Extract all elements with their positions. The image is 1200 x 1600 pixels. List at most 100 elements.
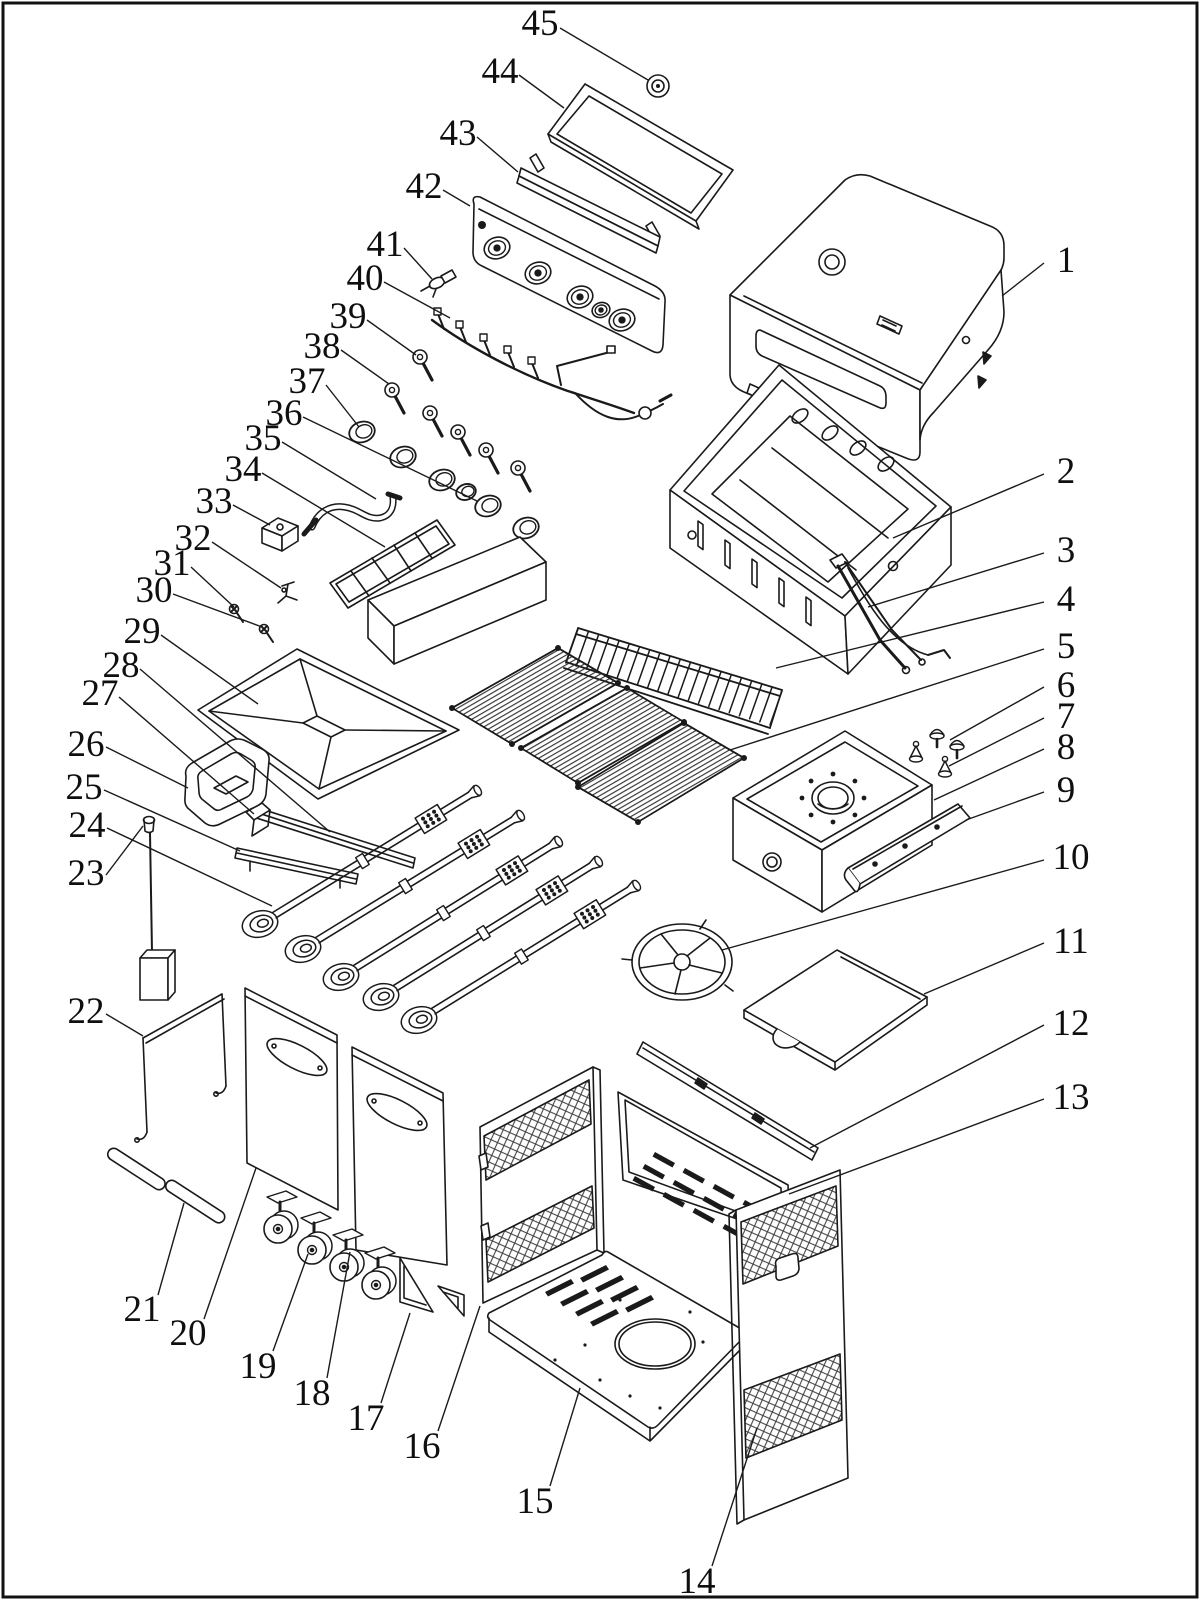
part-number-12: 12: [1053, 1003, 1090, 1044]
callout-31: 31: [154, 543, 235, 608]
corner-brackets: [399, 1257, 465, 1317]
callout-23: 23: [68, 825, 144, 894]
part-number-45: 45: [522, 3, 559, 44]
part-number-39: 39: [330, 296, 367, 337]
leader-line-22: [105, 1013, 144, 1037]
leader-line-11: [923, 942, 1045, 995]
burner-tube: [362, 855, 604, 1012]
drip-pan: [197, 648, 460, 800]
part-number-36: 36: [266, 393, 303, 434]
lid-cap: [646, 74, 670, 98]
callout-11: 11: [923, 921, 1089, 995]
left-cart-panel: [478, 1066, 605, 1304]
side-burner-box: [732, 730, 933, 913]
callout-17: 17: [348, 1312, 411, 1439]
burner-tubes: [241, 784, 642, 1035]
leader-line-42: [442, 189, 471, 207]
part-number-14: 14: [679, 1561, 716, 1600]
callout-21: 21: [124, 1202, 185, 1330]
wiring-harness: [430, 307, 673, 421]
leader-line-36: [302, 416, 478, 502]
part-number-38: 38: [304, 326, 341, 367]
part-number-44: 44: [482, 51, 519, 92]
leader-line-31: [190, 566, 235, 608]
callout-39: 39: [330, 296, 417, 356]
cart-doors: [244, 987, 448, 1266]
callout-37: 37: [289, 361, 360, 428]
part-number-32: 32: [175, 518, 212, 559]
part-number-26: 26: [68, 724, 105, 765]
callout-12: 12: [809, 1003, 1090, 1149]
thumbscrews: [908, 728, 965, 778]
towel-bar-rod: [134, 993, 227, 1144]
igniter-battery: [139, 815, 176, 1001]
callout-3: 3: [867, 530, 1075, 608]
part-number-2: 2: [1057, 451, 1076, 492]
leader-line-28: [139, 668, 331, 833]
part-number-19: 19: [240, 1346, 277, 1387]
control-support-tray: [329, 519, 547, 665]
callout-28: 28: [103, 645, 331, 833]
part-number-16: 16: [404, 1426, 441, 1467]
lid-window-panel: [547, 83, 734, 230]
part-number-34: 34: [225, 449, 262, 490]
leader-line-39: [366, 319, 417, 356]
callout-35: 35: [245, 418, 377, 500]
leader-line-19: [272, 1253, 309, 1352]
part-number-43: 43: [440, 113, 477, 154]
firebox: [669, 364, 952, 675]
callout-43: 43: [440, 113, 519, 173]
part-number-7: 7: [1057, 696, 1076, 737]
part-number-35: 35: [245, 418, 282, 459]
callout-44: 44: [482, 51, 565, 109]
leader-line-25: [103, 789, 241, 852]
callout-29: 29: [124, 611, 259, 705]
callout-24: 24: [69, 805, 273, 907]
leader-line-45: [559, 27, 649, 81]
callout-34: 34: [225, 449, 386, 548]
leader-line-12: [809, 1024, 1045, 1149]
leader-line-13: [788, 1098, 1045, 1195]
part-number-41: 41: [367, 224, 404, 265]
leader-line-10: [721, 859, 1045, 951]
part-number-11: 11: [1053, 921, 1089, 962]
grease-tray: [184, 738, 270, 827]
part-number-23: 23: [68, 853, 105, 894]
callout-14: 14: [679, 1427, 758, 1600]
callout-layer: 1234567891011121314151617181920212223242…: [66, 3, 1090, 1600]
leader-line-24: [106, 827, 273, 907]
leader-line-14: [711, 1427, 758, 1567]
leader-line-20: [203, 1167, 257, 1320]
part-number-5: 5: [1057, 626, 1076, 667]
part-number-27: 27: [82, 673, 119, 714]
callout-10: 10: [721, 837, 1090, 951]
leader-line-34: [261, 472, 386, 548]
part-number-25: 25: [66, 767, 103, 808]
front-rail: [636, 1041, 819, 1161]
leader-line-23: [105, 825, 144, 876]
part-number-31: 31: [154, 543, 191, 584]
leader-line-16: [437, 1305, 481, 1432]
leader-line-1: [1001, 262, 1045, 297]
leader-line-30: [172, 593, 263, 628]
leader-line-8: [933, 748, 1045, 801]
callout-4: 4: [775, 579, 1075, 669]
lid-handle-bar: [516, 153, 661, 254]
part-number-9: 9: [1057, 770, 1076, 811]
leader-line-21: [157, 1202, 185, 1296]
callout-36: 36: [266, 393, 478, 502]
callout-5: 5: [729, 626, 1076, 751]
leader-line-35: [281, 441, 377, 500]
leader-line-40: [383, 281, 451, 319]
part-number-30: 30: [136, 570, 173, 611]
callout-38: 38: [304, 326, 390, 385]
callout-20: 20: [170, 1167, 257, 1354]
part-number-10: 10: [1053, 837, 1090, 878]
leader-line-17: [380, 1312, 411, 1404]
gas-hose: [301, 491, 403, 537]
callout-40: 40: [347, 258, 451, 319]
callout-30: 30: [136, 570, 263, 628]
